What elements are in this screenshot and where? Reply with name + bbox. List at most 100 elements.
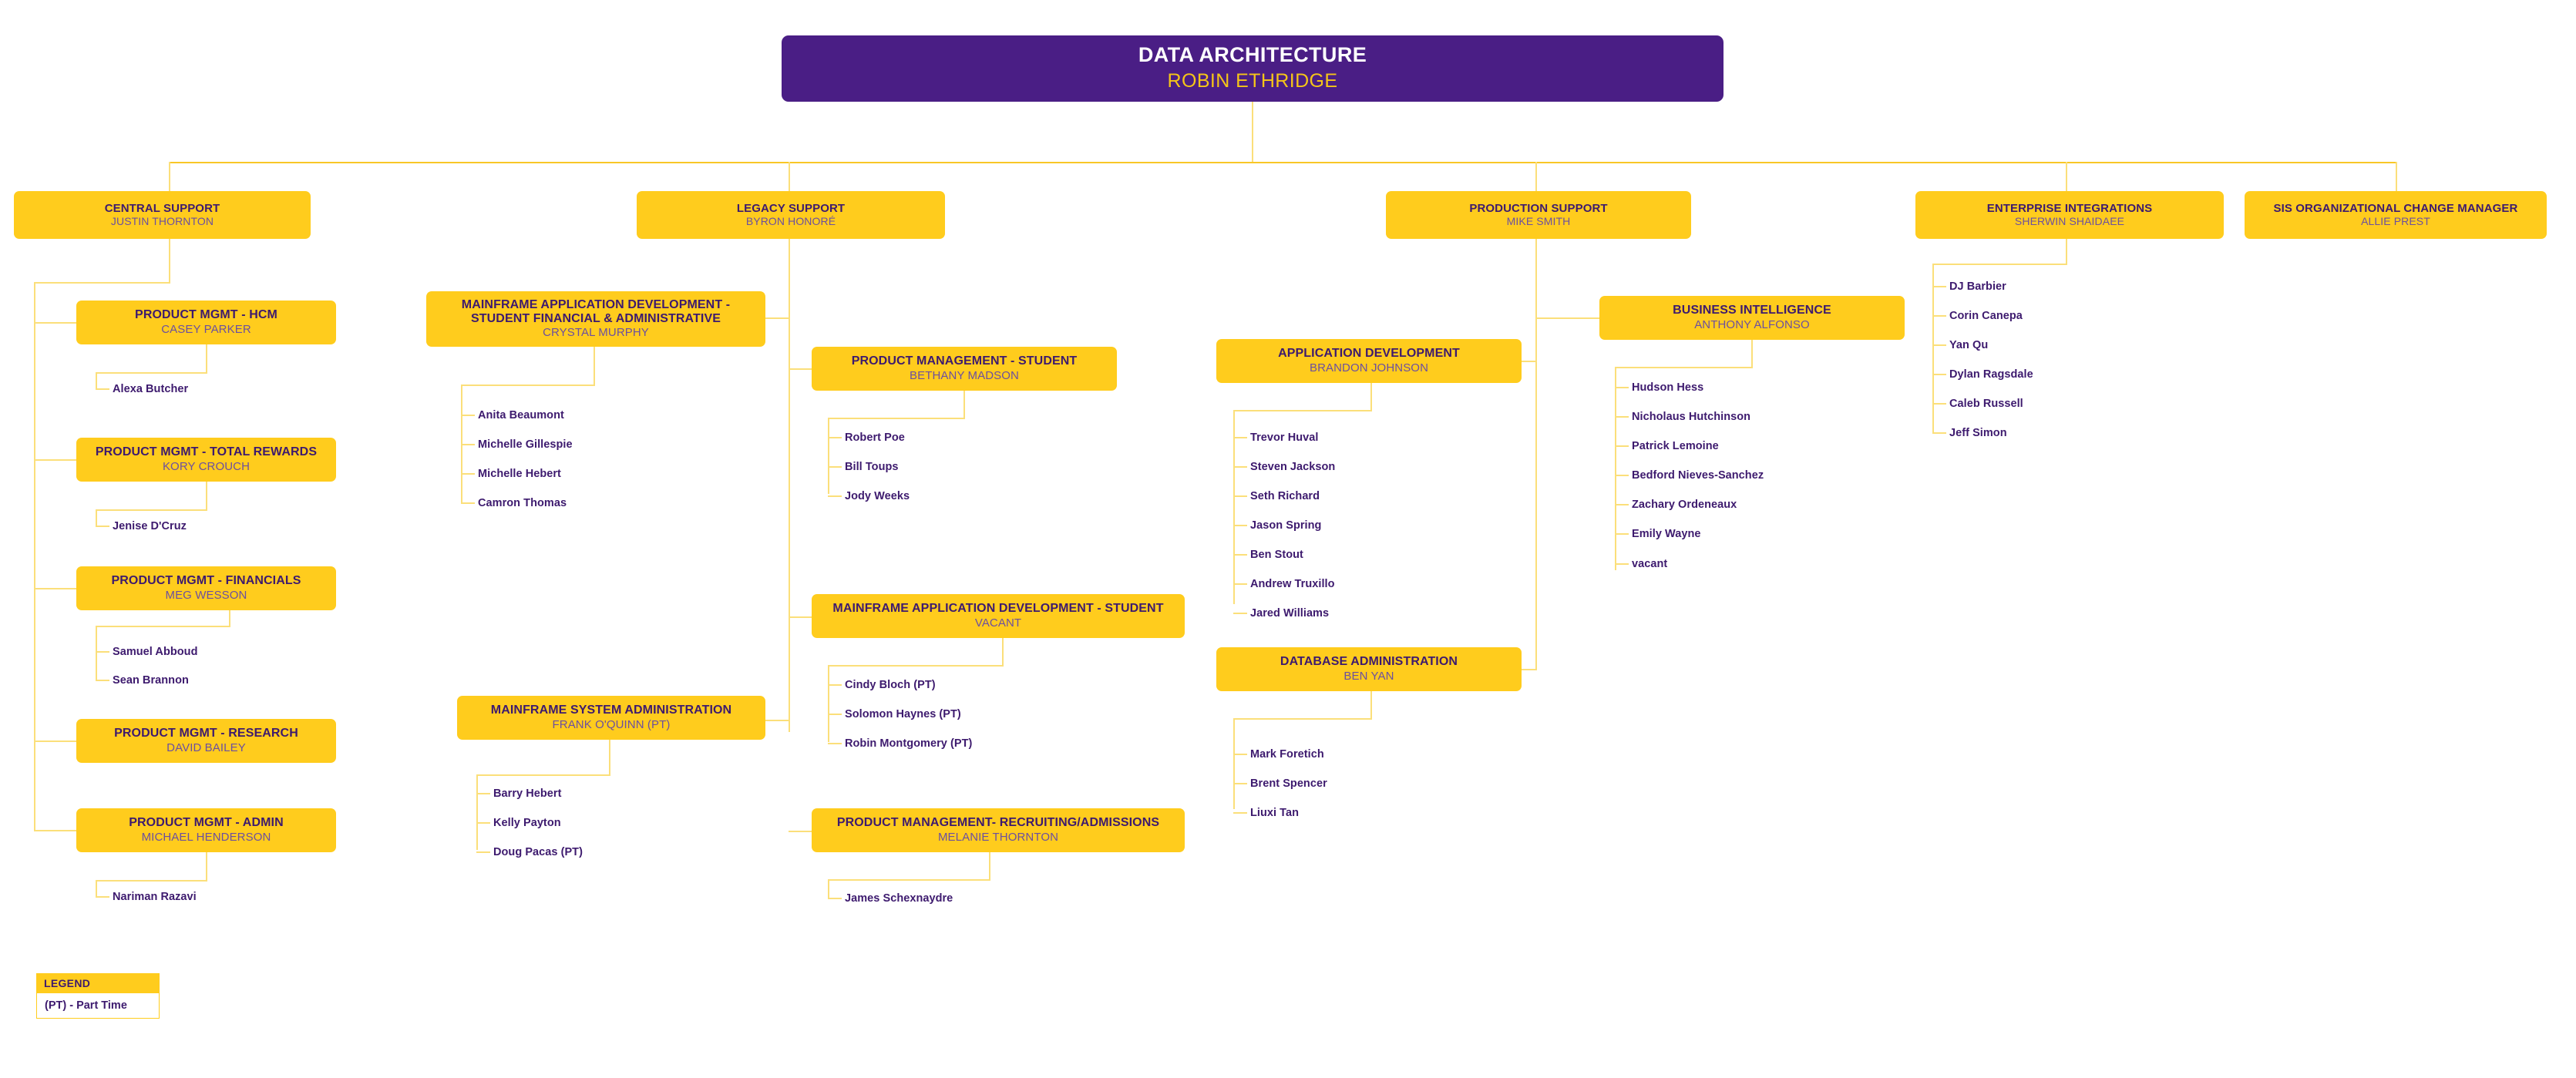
root-node[interactable]: DATA ARCHITECTURE ROBIN ETHRIDGE [782, 35, 1723, 102]
connector-stub-msa [765, 720, 789, 721]
connector-mad-sfa-tick-0 [461, 415, 475, 416]
staff-name: Kelly Payton [493, 817, 561, 829]
connector-stub-pm-admin [34, 830, 76, 831]
connector-bi-tick-6 [1615, 563, 1629, 565]
connector-dba-down [1370, 691, 1372, 719]
connector-pm-tr-bracket [96, 509, 97, 526]
legend-entry-part-time: (PT) - Part Time [36, 993, 160, 1019]
staff-name: Robert Poe [845, 432, 905, 444]
connector-stub-mad-sfa [765, 317, 789, 319]
connector-ei-tick-4 [1932, 403, 1946, 405]
connector-bi-tick-1 [1615, 416, 1629, 418]
root-person: ROBIN ETHRIDGE [1167, 69, 1338, 92]
connector-mad-sfa-tick-3 [461, 502, 475, 504]
unit-box-pm-admin[interactable]: PRODUCT MGMT - ADMIN MICHAEL HENDERSON [76, 808, 336, 852]
connector-msa-tick-1 [476, 822, 490, 824]
unit-box-pm-hcm[interactable]: PRODUCT MGMT - HCM CASEY PARKER [76, 301, 336, 344]
staff-name: Alexa Butcher [113, 383, 189, 395]
connector-msa-tick-2 [476, 851, 490, 853]
connector-pm-fin-tick-1 [96, 680, 109, 681]
connector-stub-pm-recruiting [789, 831, 812, 832]
unit-box-bi[interactable]: BUSINESS INTELLIGENCE ANTHONY ALFONSO [1599, 296, 1905, 340]
unit-title: MAINFRAME APPLICATION DEVELOPMENT - STUD… [461, 297, 731, 325]
department-title: PRODUCTION SUPPORT [1469, 202, 1608, 216]
connector-app-dev-tick-4 [1233, 554, 1247, 556]
staff-name: DJ Barbier [1949, 280, 2006, 293]
unit-box-app-dev[interactable]: APPLICATION DEVELOPMENT BRANDON JOHNSON [1216, 339, 1522, 383]
staff-name: Ben Stout [1250, 549, 1303, 561]
unit-box-mad-student[interactable]: MAINFRAME APPLICATION DEVELOPMENT - STUD… [812, 594, 1185, 638]
department-title: LEGACY SUPPORT [736, 202, 846, 216]
connector-pm-student-tick-1 [828, 466, 842, 468]
connector-app-dev-down [1370, 383, 1372, 411]
unit-title: BUSINESS INTELLIGENCE [1673, 304, 1831, 317]
staff-name: Jody Weeks [845, 490, 910, 502]
unit-title: APPLICATION DEVELOPMENT [1278, 347, 1460, 361]
unit-person: MICHAEL HENDERSON [141, 830, 271, 844]
connector-central-to-trunk [34, 282, 170, 284]
connector-app-dev-tick-3 [1233, 525, 1247, 526]
department-box-legacy-support[interactable]: LEGACY SUPPORT BYRON HONORÉ [637, 191, 945, 239]
unit-person: BRANDON JOHNSON [1309, 361, 1428, 374]
connector-pm-hcm-bracket [96, 372, 97, 389]
connector-central-down [169, 239, 170, 283]
connector-mad-student-tick-0 [828, 684, 842, 686]
connector-bi-tick-4 [1615, 504, 1629, 505]
connector-mad-student-bracket [828, 665, 829, 742]
unit-person: FRANK O'QUINN (PT) [552, 717, 671, 731]
staff-name: Seth Richard [1250, 490, 1320, 502]
department-box-sis-ocm[interactable]: SIS ORGANIZATIONAL CHANGE MANAGER ALLIE … [2245, 191, 2547, 239]
connector-app-dev-tick-5 [1233, 583, 1247, 585]
connector-pm-student-bracket [828, 418, 829, 494]
connector-stub-mad-student [789, 616, 812, 618]
connector-ei-tick-2 [1932, 344, 1946, 346]
connector-stub-bi [1535, 317, 1599, 319]
connector-bi-tick-3 [1615, 475, 1629, 476]
staff-name: Mark Foretich [1250, 748, 1324, 761]
department-title: ENTERPRISE INTEGRATIONS [1986, 202, 2153, 216]
connector-central-trunk [34, 282, 35, 831]
root-title: DATA ARCHITECTURE [1138, 43, 1367, 67]
connector-mad-sfa-down [594, 347, 595, 385]
connector-stub-pm-student [789, 368, 812, 370]
department-box-enterprise-integrations[interactable]: ENTERPRISE INTEGRATIONS SHERWIN SHAIDAEE [1915, 191, 2224, 239]
unit-person: BETHANY MADSON [910, 368, 1019, 382]
unit-box-pm-total-rewards[interactable]: PRODUCT MGMT - TOTAL REWARDS KORY CROUCH [76, 438, 336, 482]
staff-name: Corin Canepa [1949, 310, 2023, 322]
connector-pm-tr-tick-0 [96, 526, 109, 527]
connector-pm-fin-down [229, 610, 230, 626]
connector-dba-tick-1 [1233, 783, 1247, 784]
connector-app-dev-tick-6 [1233, 613, 1247, 614]
connector-dba-bar [1233, 718, 1372, 720]
staff-name: Sean Brannon [113, 674, 189, 687]
staff-name: Robin Montgomery (PT) [845, 737, 973, 750]
unit-box-dba[interactable]: DATABASE ADMINISTRATION BEN YAN [1216, 647, 1522, 691]
unit-person: DAVID BAILEY [166, 740, 246, 754]
unit-person: CRYSTAL MURPHY [543, 326, 649, 340]
department-box-central-support[interactable]: CENTRAL SUPPORT JUSTIN THORNTON [14, 191, 311, 239]
connector-dba-bracket [1233, 718, 1235, 809]
connector-dba-tick-0 [1233, 754, 1247, 755]
connector-pm-student-bar [828, 418, 965, 419]
connector-pm-fin-bracket [96, 626, 97, 680]
department-title: SIS ORGANIZATIONAL CHANGE MANAGER [2273, 202, 2518, 216]
department-person: ALLIE PREST [2361, 215, 2430, 228]
staff-name: Camron Thomas [478, 497, 567, 509]
unit-box-msa[interactable]: MAINFRAME SYSTEM ADMINISTRATION FRANK O'… [457, 696, 765, 740]
connector-bi-bracket [1615, 367, 1616, 570]
unit-box-pm-student[interactable]: PRODUCT MANAGEMENT - STUDENT BETHANY MAD… [812, 347, 1117, 391]
connector-pm-fin-bar [96, 626, 230, 627]
unit-box-mad-sfa[interactable]: MAINFRAME APPLICATION DEVELOPMENT - STUD… [426, 291, 765, 347]
connector-app-dev-tick-2 [1233, 495, 1247, 497]
staff-name: Anita Beaumont [478, 409, 564, 421]
department-box-production-support[interactable]: PRODUCTION SUPPORT MIKE SMITH [1386, 191, 1691, 239]
connector-msa-bracket [476, 774, 478, 850]
connector-dba-tick-2 [1233, 812, 1247, 814]
unit-box-pm-recruiting[interactable]: PRODUCT MANAGEMENT- RECRUITING/ADMISSION… [812, 808, 1185, 852]
unit-box-pm-research[interactable]: PRODUCT MGMT - RESEARCH DAVID BAILEY [76, 719, 336, 763]
connector-pm-student-down [963, 391, 965, 418]
unit-box-pm-financials[interactable]: PRODUCT MGMT - FINANCIALS MEG WESSON [76, 566, 336, 610]
connector-mad-student-bar [828, 665, 1004, 667]
staff-name: Jenise D'Cruz [113, 520, 187, 532]
